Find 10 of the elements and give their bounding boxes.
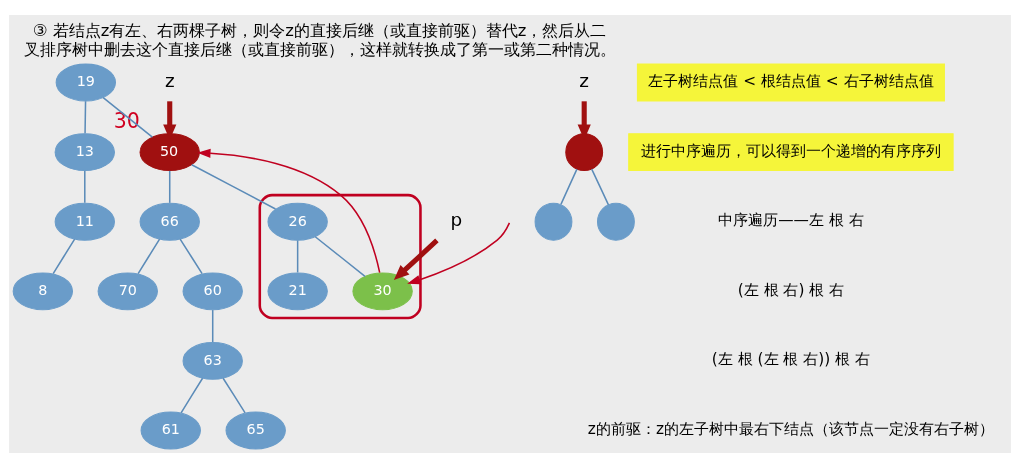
node-text: z: [164, 69, 175, 91]
label: 进行中序遍历，可以得到一个递增的有序序列: [640, 141, 941, 160]
node-text: z: [578, 69, 589, 91]
label: z的前驱：z的左子树中最右下结点（该节点一定没有右子树）: [587, 419, 994, 438]
label: 左子树结点值 < 根结点值 < 右子树结点值: [647, 71, 934, 90]
node-text: p: [449, 208, 462, 230]
diagram-title: ③ 若结点z有左、右两棵子树，则令z的直接后继（或直接前驱）替代z，然后从二叉排序树中删去这个直接后继（或直接前驱），这样就转换成了第一或第二种情况。: [23, 20, 616, 59]
label: (左 根 (左 根 右)) 根 右: [711, 349, 870, 368]
label: (左 根 右) 根 右: [737, 280, 844, 299]
label: 中序遍历——左 根 右: [717, 210, 864, 229]
